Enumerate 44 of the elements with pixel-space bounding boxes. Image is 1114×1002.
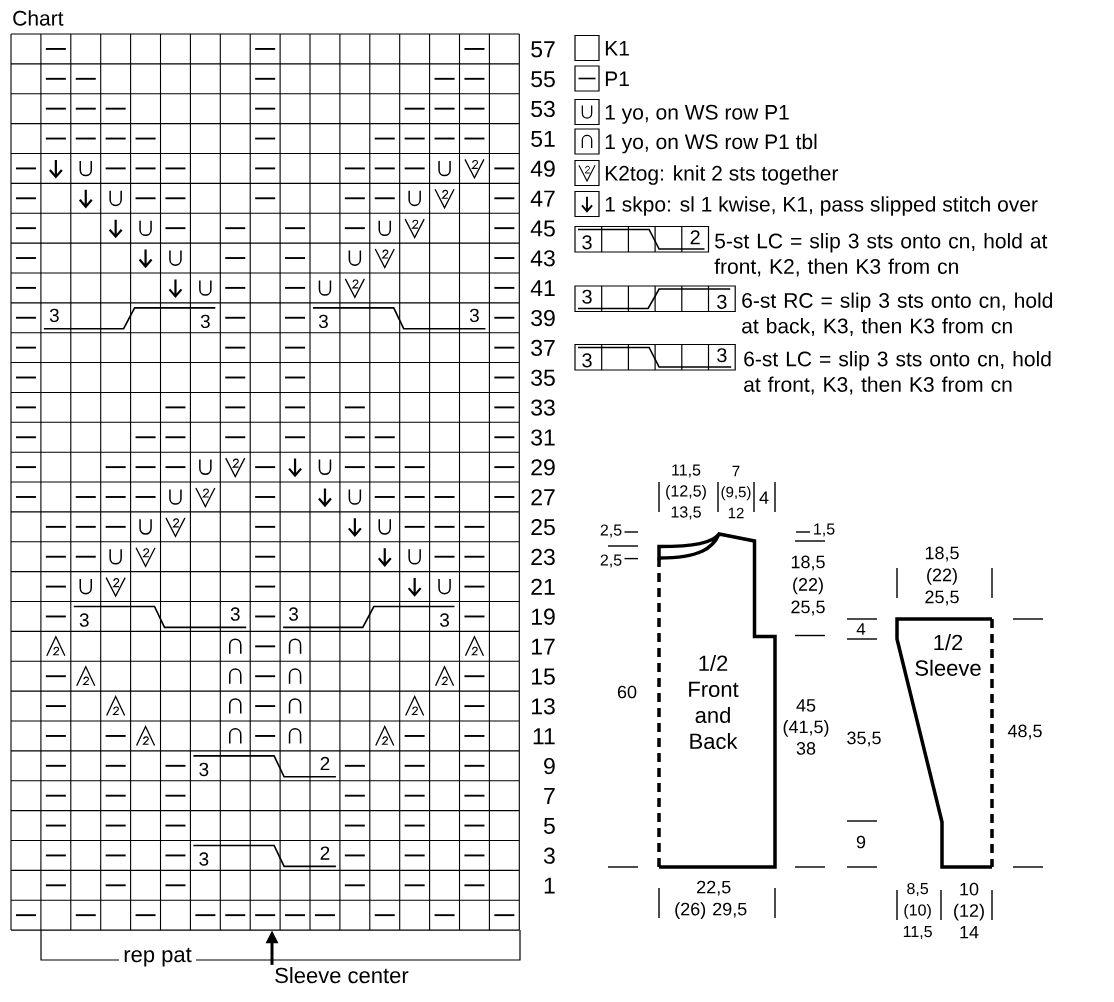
- row-number: 3: [543, 847, 555, 864]
- annotation: Sleeve center: [275, 967, 409, 984]
- dimension-label: 1,5: [814, 523, 835, 537]
- dimension-label: 60: [617, 685, 637, 699]
- title: Chart: [13, 10, 64, 26]
- legend-text: K2tog: knit 2 sts together: [605, 165, 839, 185]
- stitch-count: 3: [318, 314, 328, 329]
- row-number: 5: [543, 817, 555, 834]
- dimension-label: 2,5: [600, 554, 622, 568]
- dimension-label: 4: [856, 623, 866, 635]
- stitch-count: 3: [469, 308, 479, 323]
- stitch-count: 3: [717, 348, 727, 363]
- legend-text: 1 yo, on WS row P1 tbl: [605, 133, 817, 154]
- stitch-count: 3: [582, 353, 592, 368]
- stitch-count: 3: [582, 235, 592, 250]
- dimension-label: 9: [856, 835, 866, 849]
- stitch-count: 3: [199, 852, 209, 866]
- stitch-count: 3: [440, 613, 449, 627]
- stitch-count: 3: [49, 308, 59, 323]
- stitch-count: 3: [230, 607, 240, 621]
- stitch-count: 3: [199, 762, 209, 777]
- legend-text: 6-st RC = slip 3 sts onto cn, hold at back, K3, then K3 from cn: [742, 292, 1052, 336]
- legend-text: 1 yo, on WS row P1: [605, 104, 789, 124]
- stitch-count: 3: [79, 613, 89, 627]
- legend-text: 1 skpo: sl 1 kwise, K1, pass slipped stitch over: [605, 196, 1038, 216]
- legend-text: K1: [605, 41, 629, 56]
- stitch-count: 3: [289, 607, 298, 621]
- row-number: 1: [544, 877, 555, 894]
- stitch-count: 2: [320, 756, 330, 771]
- stitch-count: 3: [582, 289, 592, 304]
- body-outline: 1/2 Front and Back: [657, 532, 777, 869]
- dimension-label: 2,5: [600, 524, 622, 538]
- stitch-count: 2: [320, 846, 330, 860]
- legend-text: 6-st LC = slip 3 sts onto cn, hold at front, K3, then K3 from cn: [744, 351, 1051, 395]
- legend-text: 5-st LC = slip 3 sts onto cn, hold at front, K2, then K3 from cn: [714, 233, 1048, 277]
- dimension-label: 4: [759, 491, 769, 504]
- chart-grid: [10, 33, 520, 931]
- row-number: 7: [544, 788, 555, 804]
- sleeve-outline: 1/2 Sleeve: [895, 617, 994, 869]
- stitch-count: 3: [717, 294, 727, 309]
- legend-text: P1: [605, 71, 629, 86]
- stitch-count: 3: [200, 314, 210, 329]
- row-number: 9: [544, 757, 555, 775]
- stitch-count: 2: [690, 230, 700, 245]
